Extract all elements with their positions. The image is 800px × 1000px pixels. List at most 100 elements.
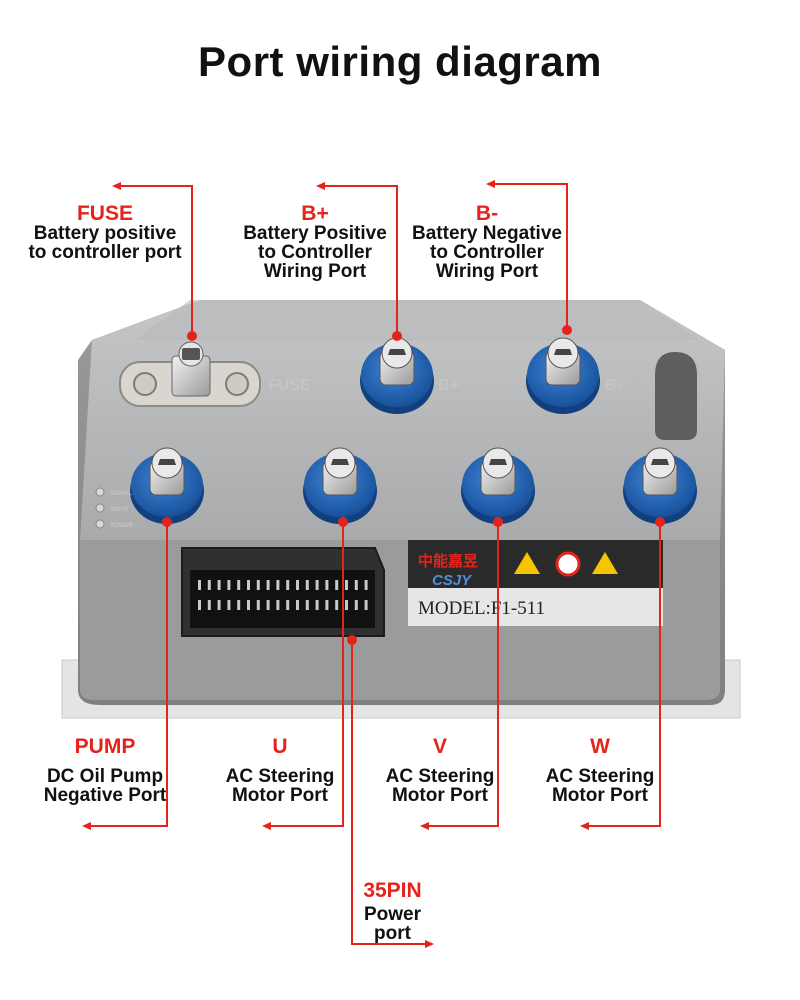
connector-pin (207, 580, 211, 590)
port-code-w: W (590, 735, 610, 758)
connector-pin (276, 600, 280, 610)
connector-pin (247, 580, 250, 590)
connector-pin (256, 580, 260, 590)
terminal-bplus (360, 337, 434, 414)
silk-bminus-label: B- (605, 377, 622, 394)
terminal-u (303, 447, 377, 524)
connector-pin (315, 580, 319, 590)
brand-logo: CSJY (432, 572, 473, 589)
led-indicators: SIGNAL DRIVE POWER (95, 487, 133, 529)
connector-pin (198, 580, 201, 590)
connector-pin (325, 580, 329, 590)
leader-35pin (351, 640, 434, 948)
connector-pin (296, 580, 299, 590)
connector-pin (207, 600, 211, 610)
model-text: MODEL:F1-511 (418, 598, 545, 619)
connector-pin (198, 600, 201, 610)
leader-anchor-dot (655, 517, 665, 527)
warning-electric-icon (514, 552, 540, 574)
connector-pin (354, 600, 358, 610)
led-drive-label: DRIVE (110, 507, 128, 513)
connector-pin (345, 580, 348, 590)
connector-pin (305, 600, 309, 610)
port-code-bplus: B+ (301, 202, 329, 225)
leader-anchor-dot (162, 517, 172, 527)
leader-anchor-dot (392, 331, 402, 341)
prohibition-icon (555, 551, 581, 577)
terminal-bminus (526, 337, 600, 414)
terminal-w (623, 447, 697, 524)
connector-pin (286, 580, 290, 590)
port-code-v: V (432, 735, 447, 758)
leader-v (420, 522, 499, 830)
silk-fuse-label: FUSE (268, 377, 311, 394)
fuse-bar (119, 341, 261, 407)
leader-anchor-dot (562, 325, 572, 335)
leader-fuse (112, 182, 193, 336)
leader-anchor-dot (338, 517, 348, 527)
terminal-v (461, 447, 535, 524)
connector-pin (266, 580, 270, 590)
connector-pin (354, 580, 358, 590)
connector-pin (237, 600, 241, 610)
port-code-35pin: 35PIN (363, 879, 422, 902)
brand-cn: 中能嘉昱 (418, 552, 478, 570)
connector-pin (335, 600, 339, 610)
port-code-fuse: FUSE (76, 202, 133, 225)
port-code-bminus: B- (475, 202, 499, 225)
connector-pin (217, 580, 221, 590)
connector-pin (227, 580, 231, 590)
page-title: Port wiring diagram (198, 38, 602, 85)
terminal-pump (130, 447, 204, 524)
leader-w (580, 522, 661, 830)
connector-35pin (181, 547, 385, 637)
leader-bminus (486, 180, 568, 330)
led-signal-label: SIGNAL (110, 491, 133, 497)
connector-pin (266, 600, 270, 610)
connector-pin (345, 600, 348, 610)
leader-bplus (316, 182, 398, 336)
connector-pin (325, 600, 329, 610)
leader-anchor-dot (493, 517, 503, 527)
connector-pin (217, 600, 221, 610)
warning-hot-icon (592, 552, 618, 574)
connector-pin (364, 580, 368, 590)
connector-pin (276, 580, 280, 590)
port-code-u: U (272, 735, 288, 758)
connector-pin (296, 600, 299, 610)
leader-anchor-dot (187, 331, 197, 341)
connector-pin (227, 600, 231, 610)
connector-pin (305, 580, 309, 590)
silk-bplus-label: B+ (438, 377, 459, 394)
connector-pin (364, 600, 368, 610)
connector-pin (335, 580, 339, 590)
connector-pin (286, 600, 290, 610)
connector-pin (237, 580, 241, 590)
connector-pin (247, 600, 250, 610)
connector-pin (256, 600, 260, 610)
rubber-cap (655, 352, 697, 440)
port-code-pump: PUMP (74, 735, 136, 758)
leader-u (262, 522, 344, 830)
led-power-label: POWER (110, 523, 133, 529)
model-label-plate: 中能嘉昱 CSJY MODEL:F1-511 (408, 540, 663, 626)
connector-pin (315, 600, 319, 610)
leader-anchor-dot (347, 635, 357, 645)
leader-pump (82, 522, 168, 830)
